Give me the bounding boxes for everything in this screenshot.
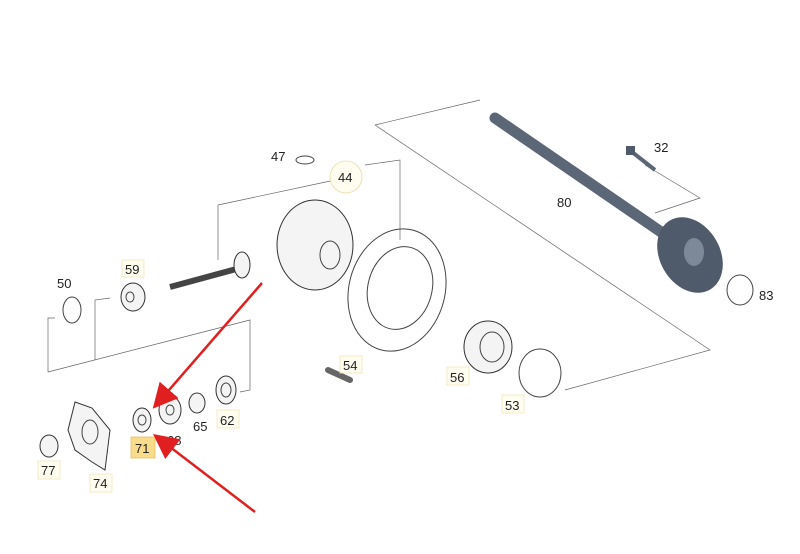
- red-arrow-lower: [153, 433, 256, 513]
- part-50-shim: [62, 296, 82, 324]
- part-pinion-shaft: [169, 251, 251, 290]
- label-54[interactable]: 54: [343, 358, 357, 373]
- part-54-pin: [325, 367, 353, 383]
- label-32[interactable]: 32: [654, 140, 668, 155]
- part-47-washer: [295, 155, 315, 165]
- part-77-nut: [39, 434, 59, 458]
- red-arrow-upper: [152, 282, 263, 409]
- label-71[interactable]: 71: [135, 441, 149, 456]
- part-large-seal: [347, 228, 447, 352]
- label-74[interactable]: 74: [93, 476, 107, 491]
- label-83[interactable]: 83: [759, 288, 773, 303]
- leader-lines: [47, 99, 711, 393]
- part-68-bearing: [158, 395, 182, 425]
- label-62[interactable]: 62: [220, 413, 234, 428]
- part-65-nut: [188, 392, 206, 414]
- label-65[interactable]: 65: [193, 419, 207, 434]
- label-77[interactable]: 77: [41, 463, 55, 478]
- part-62-seal: [215, 375, 237, 405]
- label-boxes: [37, 160, 525, 493]
- part-32-bolt: [626, 146, 657, 172]
- part-80-axle-shaft: [489, 112, 723, 293]
- label-80[interactable]: 80: [557, 195, 571, 210]
- part-71-spacer: [132, 407, 152, 433]
- part-housing: [276, 199, 354, 291]
- label-50[interactable]: 50: [57, 276, 71, 291]
- label-56[interactable]: 56: [450, 370, 464, 385]
- label-59[interactable]: 59: [125, 262, 139, 277]
- part-56-bearing: [463, 320, 513, 374]
- label-47[interactable]: 47: [271, 149, 285, 164]
- part-83-ring: [726, 274, 754, 306]
- label-53[interactable]: 53: [505, 398, 519, 413]
- part-59-bearing: [120, 282, 146, 312]
- part-74-flange: [67, 401, 111, 471]
- label-44[interactable]: 44: [338, 170, 352, 185]
- part-53-ring: [518, 348, 562, 398]
